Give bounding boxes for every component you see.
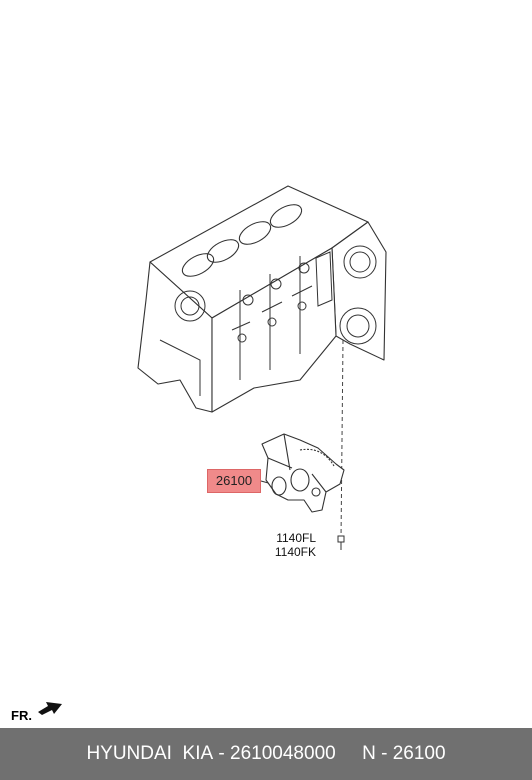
engine-block-diagram [137,185,387,550]
bolt-code-2: 1140FK [274,545,316,559]
footer-bar: HYUNDAI KIA - 2610048000 N - 26100 [0,728,532,780]
bolt-code-1: 1140FL [276,531,316,545]
oil-pump [261,433,345,513]
leader-line [340,339,344,541]
part-callout-26100: 26100 [207,469,261,493]
footer-part-number: 2610048000 [230,743,336,764]
front-arrow-icon [38,702,62,715]
engine-block [137,185,387,413]
footer-brand-2: KIA [182,743,214,764]
footer-brand: HYUNDAI [86,743,172,764]
footer-ref: N - 26100 [362,743,446,764]
cylinder-bores [181,204,303,277]
front-direction-label: FR. [11,708,32,723]
block-details [159,245,377,396]
bolt-part-labels: 1140FL 1140FK [268,531,316,559]
bolt [337,535,345,550]
